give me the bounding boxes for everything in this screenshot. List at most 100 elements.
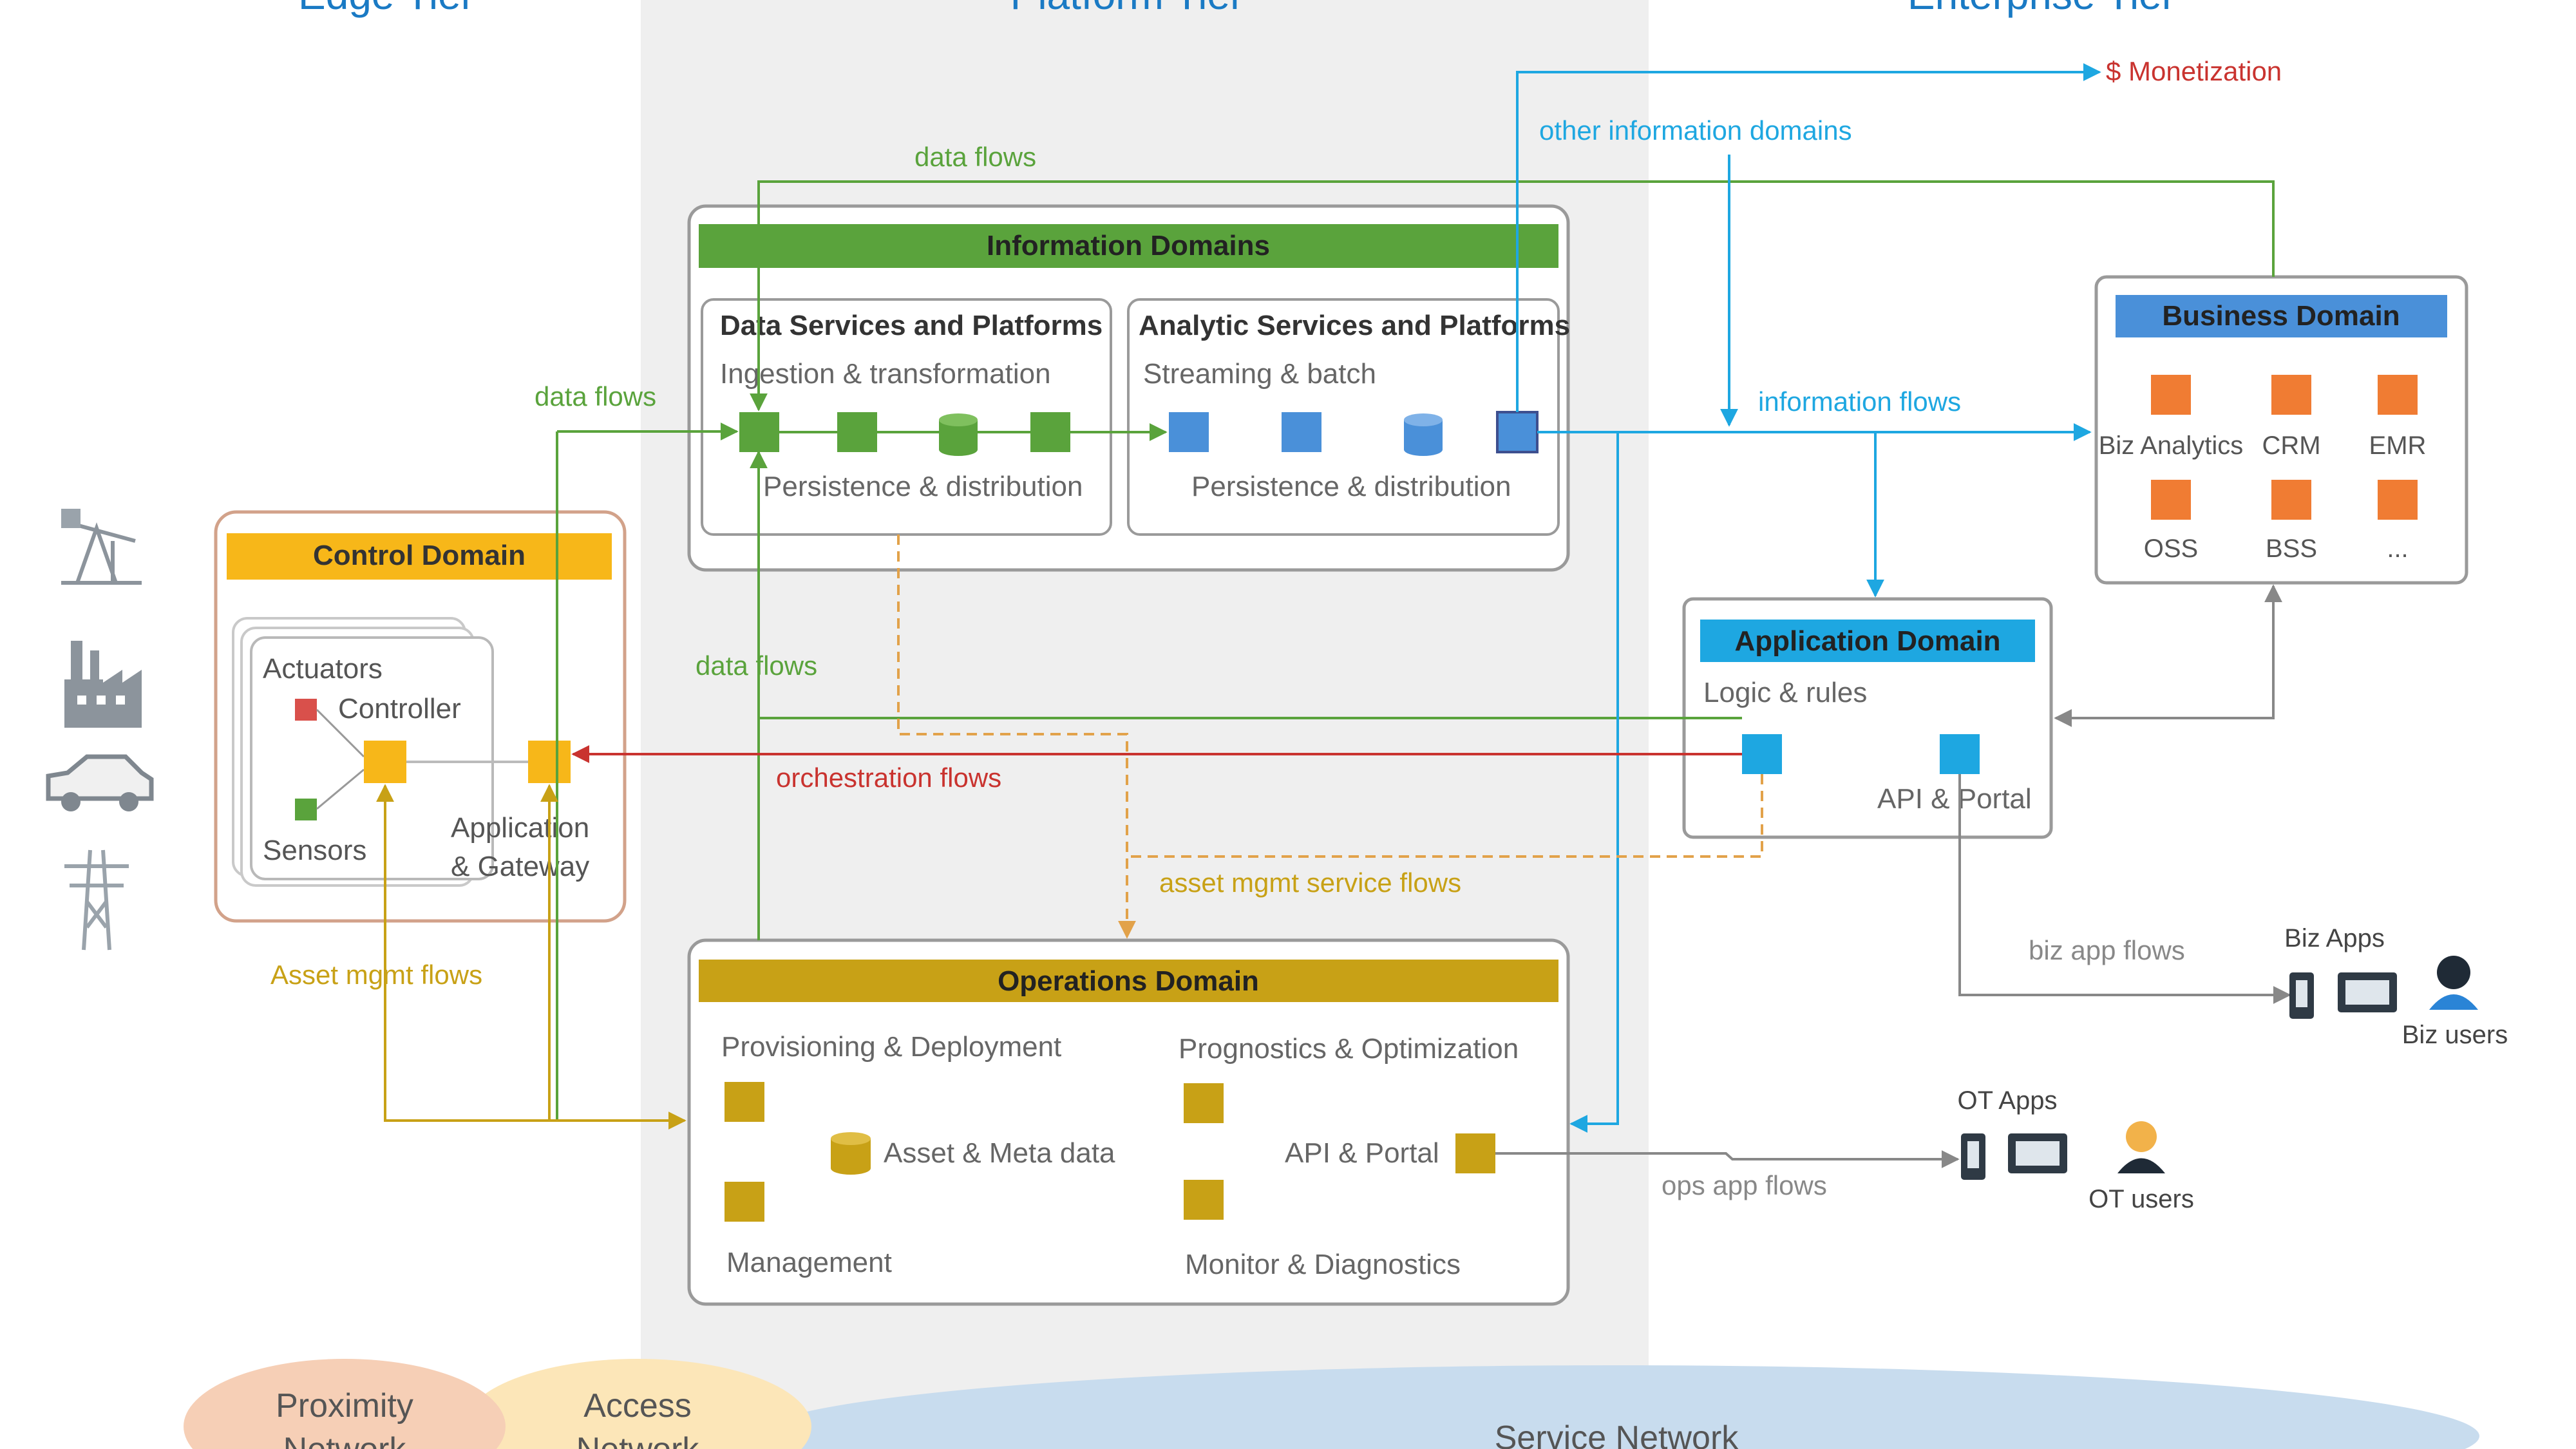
operations-domain-header	[699, 960, 1558, 1002]
asset-meta-label: Asset & Meta data	[884, 1137, 1115, 1169]
provisioning-square	[724, 1082, 764, 1122]
sensors-label: Sensors	[263, 835, 366, 866]
car-icon	[46, 754, 154, 811]
factory-icon	[64, 641, 142, 728]
logic-square	[1742, 734, 1782, 774]
access-network-label-2: Network	[576, 1431, 700, 1449]
proximity-network-label: Proximity	[276, 1387, 413, 1425]
monetization-label: $ Monetization	[2106, 56, 2282, 86]
data-services-title: Data Services and Platforms	[720, 310, 1103, 341]
ops-app-flows-label: ops app flows	[1662, 1170, 1827, 1200]
ingest-square-1	[739, 412, 779, 452]
app-asset-service-flow-line	[1127, 774, 1763, 858]
application-domain-subtitle: Logic & rules	[1703, 677, 1867, 708]
business-domain-header	[2116, 295, 2447, 337]
oil-pump-icon	[61, 509, 142, 585]
ot-monitor-screen	[2016, 1141, 2060, 1166]
prognostics-square	[1184, 1083, 1224, 1123]
biz-monitor-screen	[2345, 980, 2389, 1005]
control-domain-header	[227, 533, 612, 580]
gateway-label: Application	[451, 812, 589, 844]
asset-meta-cylinder	[831, 1132, 871, 1175]
service-network-label: Service Network	[1495, 1419, 1739, 1449]
enterprise-tier-title: Enterprise Tier	[1908, 0, 2175, 18]
monetization-line	[1516, 63, 2101, 412]
asset-mgmt-service-flows-label: asset mgmt service flows	[1159, 867, 1461, 898]
biz-apps-label: Biz Apps	[2284, 924, 2385, 952]
more-square	[2378, 480, 2418, 520]
data-services-footer: Persistence & distribution	[763, 471, 1083, 502]
analytic-square-1	[1169, 412, 1209, 452]
more-label: ...	[2387, 535, 2408, 563]
power-tower-icon	[64, 849, 129, 951]
application-domain-header	[1700, 620, 2035, 662]
sensor-link	[316, 768, 365, 810]
actuator-link	[316, 708, 365, 758]
edge-tier-title: Edge Tier	[298, 0, 475, 18]
analytic-square-3	[1496, 411, 1539, 453]
other-info-domains-label: other information domains	[1539, 115, 1852, 146]
service-network-ellipse	[753, 1365, 2479, 1449]
analytic-services-title: Analytic Services and Platforms	[1139, 310, 1570, 341]
gateway-label-2: & Gateway	[451, 851, 589, 882]
application-domain-title: Application Domain	[1734, 625, 2000, 657]
control-domain-title: Control Domain	[313, 540, 526, 571]
ot-phone-screen	[1967, 1141, 1979, 1168]
data-services-subtitle: Ingestion & transformation	[720, 358, 1051, 390]
ot-user-icon	[2117, 1121, 2165, 1173]
management-square	[724, 1182, 764, 1222]
orchestration-flows-label: orchestration flows	[776, 762, 1001, 793]
provisioning-label: Provisioning & Deployment	[721, 1031, 1061, 1063]
gateway-square	[528, 741, 571, 783]
ingest-square-2	[837, 412, 877, 452]
operations-domain-title: Operations Domain	[998, 965, 1259, 997]
business-app-link	[2054, 584, 2282, 727]
management-label: Management	[726, 1247, 892, 1278]
business-domain-title: Business Domain	[2162, 300, 2400, 332]
sensor-square	[295, 799, 317, 820]
analytic-services-box	[1127, 298, 1560, 536]
oss-square	[2151, 480, 2191, 520]
platform-tier-title: Platform Tier	[1010, 0, 1244, 18]
info-to-ops-line	[1569, 432, 1619, 1133]
data-flows-left-label: data flows	[535, 381, 656, 412]
access-network-ellipse	[464, 1359, 811, 1449]
information-domains-title: Information Domains	[987, 230, 1270, 261]
biz-app-flows-label: biz app flows	[2029, 935, 2185, 965]
crm-label: CRM	[2262, 431, 2320, 460]
biz-analytics-label: Biz Analytics	[2099, 431, 2244, 460]
monitor-square	[1184, 1180, 1224, 1220]
information-flows-label: information flows	[1758, 386, 1961, 417]
biz-users-label: Biz users	[2402, 1021, 2508, 1049]
controller-label: Controller	[338, 693, 461, 724]
data-store-cylinder-blue	[1404, 413, 1443, 456]
ot-users-label: OT users	[2088, 1185, 2194, 1213]
biz-app-flow-line	[1958, 774, 2291, 1004]
analytic-services-footer: Persistence & distribution	[1191, 471, 1511, 502]
proximity-network-ellipse	[184, 1359, 506, 1449]
data-store-cylinder-green	[939, 413, 978, 456]
ops-api-label: API & Portal	[1285, 1137, 1439, 1169]
analytic-square-2	[1282, 412, 1321, 452]
application-api-label: API & Portal	[1877, 783, 2032, 815]
crm-square	[2271, 375, 2311, 415]
data-flows-top-label: data flows	[914, 142, 1036, 172]
information-domains-header	[699, 224, 1558, 268]
prognostics-label: Prognostics & Optimization	[1179, 1033, 1519, 1065]
actuator-square	[295, 699, 317, 721]
monitor-label: Monitor & Diagnostics	[1185, 1249, 1461, 1280]
bss-label: BSS	[2266, 535, 2317, 563]
actuators-label: Actuators	[263, 653, 383, 685]
data-flows-mid-label: data flows	[696, 650, 817, 681]
asset-mgmt-flows-label: Asset mgmt flows	[270, 960, 482, 990]
proximity-network-label-2: Network	[283, 1431, 407, 1449]
ot-apps-label: OT Apps	[1958, 1086, 2058, 1115]
ingest-square-3	[1030, 412, 1070, 452]
controller-square	[364, 741, 406, 783]
operations-domain-box	[687, 938, 1570, 1306]
biz-user-icon	[2429, 956, 2478, 1010]
emr-square	[2378, 375, 2418, 415]
analytic-services-subtitle: Streaming & batch	[1143, 358, 1376, 390]
biz-analytics-square	[2151, 375, 2191, 415]
ops-api-square	[1455, 1133, 1495, 1173]
